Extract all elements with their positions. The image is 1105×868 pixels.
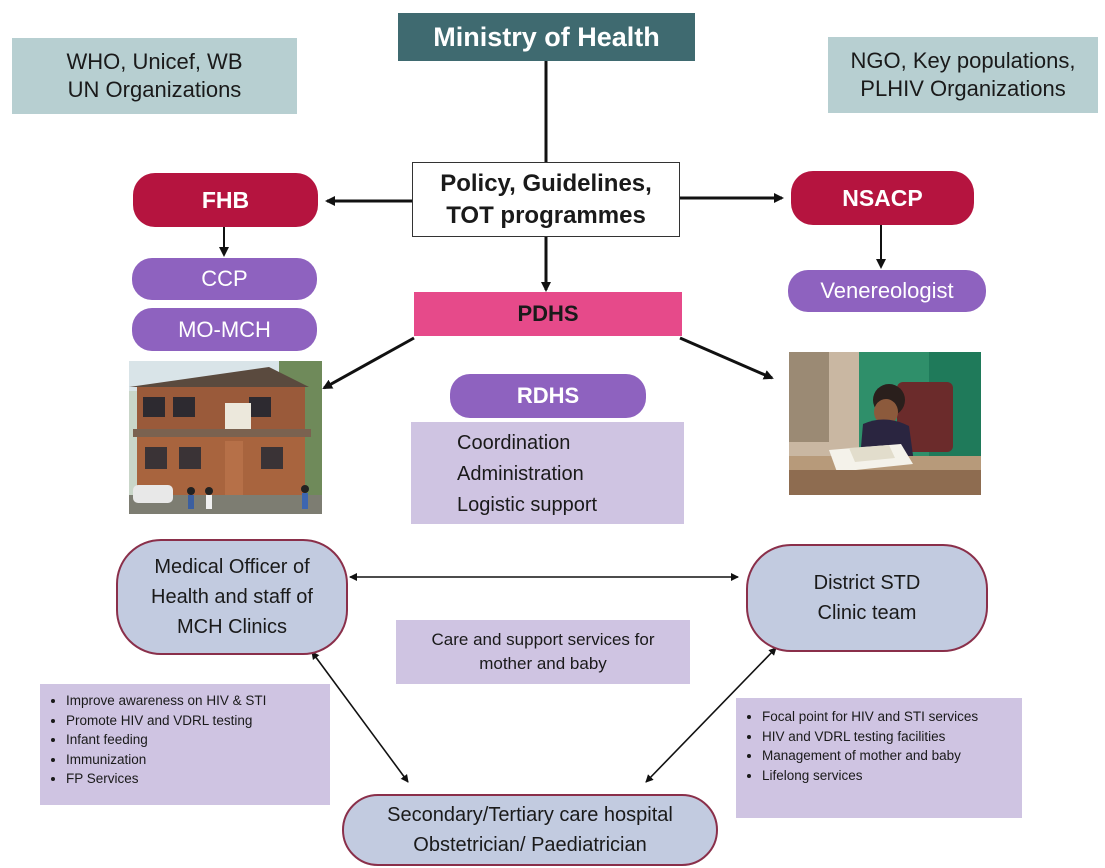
rdhs-functions-box: Coordination Administration Logistic sup… bbox=[411, 422, 684, 524]
pdhs-label: PDHS bbox=[517, 301, 579, 326]
arrow-pdhs-to-clinic-photo bbox=[322, 336, 415, 390]
venereologist-pill: Venereologist bbox=[788, 270, 986, 312]
pdhs-box: PDHS bbox=[414, 292, 682, 336]
moh-services-box: Improve awareness on HIV & STI Promote H… bbox=[40, 684, 330, 805]
nsacp-label: NSACP bbox=[842, 184, 923, 211]
std-clinic-doctor-photo bbox=[789, 352, 981, 495]
std-service-item: HIV and VDRL testing facilities bbox=[762, 727, 1008, 747]
care-line-2: mother and baby bbox=[479, 654, 607, 673]
moh-service-item: Promote HIV and VDRL testing bbox=[66, 711, 330, 731]
who-unicef-box: WHO, Unicef, WB UN Organizations bbox=[12, 38, 297, 114]
policy-line-1: Policy, Guidelines, bbox=[440, 169, 652, 197]
fhb-label: FHB bbox=[201, 186, 250, 213]
std-services-box: Focal point for HIV and STI services HIV… bbox=[736, 698, 1022, 818]
moh-oval-line-3: MCH Clinics bbox=[177, 616, 287, 638]
care-line-1: Care and support services for bbox=[431, 630, 655, 649]
moh-mch-clinics-oval: Medical Officer of Health and staff of M… bbox=[116, 539, 348, 655]
ministry-label: Ministry of Health bbox=[433, 21, 660, 52]
ministry-of-health-box: Ministry of Health bbox=[398, 13, 695, 61]
policy-line-2: TOT programmes bbox=[446, 201, 646, 229]
moh-service-item: FP Services bbox=[66, 769, 330, 789]
rdhs-function-item: Administration bbox=[457, 463, 584, 485]
arrow-std-hospital-link bbox=[645, 647, 777, 783]
rdhs-function-item: Coordination bbox=[457, 432, 571, 454]
rdhs-label: RDHS bbox=[516, 383, 580, 408]
arrow-pdhs-to-std-photo bbox=[679, 336, 774, 380]
moh-service-item: Improve awareness on HIV & STI bbox=[66, 691, 330, 711]
hospital-oval-line-2: Obstetrician/ Paediatrician bbox=[413, 834, 647, 856]
who-line-2: UN Organizations bbox=[67, 77, 242, 102]
hospital-oval: Secondary/Tertiary care hospital Obstetr… bbox=[342, 794, 718, 866]
ngo-line-1: NGO, Key populations, bbox=[850, 48, 1076, 73]
ccp-label: CCP bbox=[201, 266, 248, 291]
std-oval-line-2: Clinic team bbox=[817, 602, 917, 624]
clinic-building-photo bbox=[129, 361, 322, 514]
arrow-moh-hospital-link bbox=[311, 651, 409, 783]
moh-oval-line-2: Health and staff of bbox=[151, 586, 313, 608]
std-oval-line-1: District STD bbox=[813, 572, 921, 594]
moh-service-item: Immunization bbox=[66, 750, 330, 770]
hospital-oval-line-1: Secondary/Tertiary care hospital bbox=[387, 804, 673, 826]
ccp-pill: CCP bbox=[132, 258, 317, 300]
ngo-line-2: PLHIV Organizations bbox=[860, 76, 1066, 101]
care-support-box: Care and support services for mother and… bbox=[396, 620, 690, 684]
venereologist-label: Venereologist bbox=[820, 278, 954, 303]
std-service-item: Management of mother and baby bbox=[762, 746, 1008, 766]
rdhs-pill: RDHS bbox=[450, 374, 646, 418]
nsacp-pill: NSACP bbox=[791, 171, 974, 225]
mo-mch-pill: MO-MCH bbox=[132, 308, 317, 351]
moh-service-item: Infant feeding bbox=[66, 730, 330, 750]
mo-mch-label: MO-MCH bbox=[178, 316, 271, 342]
std-service-item: Focal point for HIV and STI services bbox=[762, 707, 1008, 727]
who-line-1: WHO, Unicef, WB bbox=[66, 49, 243, 74]
moh-oval-line-1: Medical Officer of bbox=[154, 556, 310, 578]
ngo-box: NGO, Key populations, PLHIV Organization… bbox=[828, 37, 1098, 113]
std-service-item: Lifelong services bbox=[762, 766, 1008, 786]
rdhs-function-item: Logistic support bbox=[457, 494, 598, 516]
district-std-clinic-oval: District STD Clinic team bbox=[746, 544, 988, 652]
fhb-pill: FHB bbox=[133, 173, 318, 227]
policy-guidelines-box: Policy, Guidelines, TOT programmes bbox=[412, 162, 680, 237]
